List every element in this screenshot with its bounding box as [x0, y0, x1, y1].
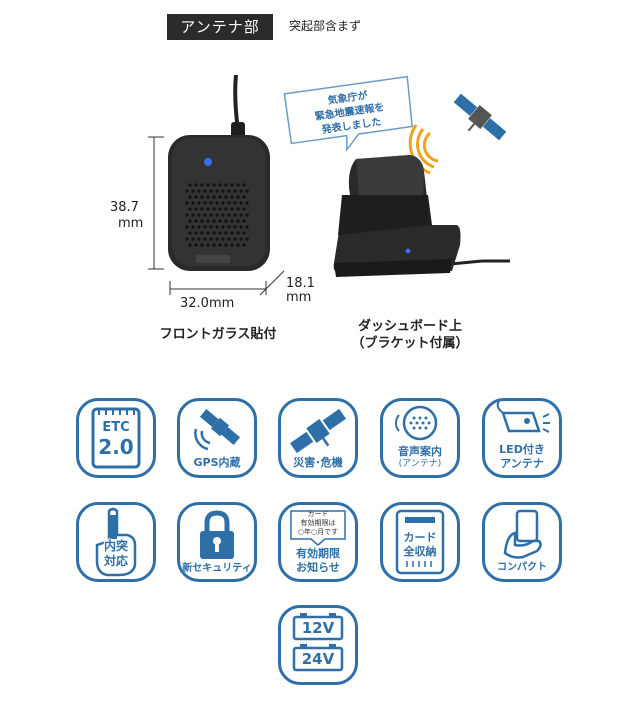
cable: [233, 75, 240, 131]
gps-satellite-icon: [194, 409, 241, 451]
voltage-12v: 12V: [301, 619, 335, 637]
card-notice-icon: [290, 510, 346, 546]
feature-gps: GPS内蔵: [177, 398, 257, 478]
section-note: 突起部含まず: [289, 19, 362, 33]
caption-dashboard-line1: ダッシュボード上: [357, 319, 462, 334]
antenna-unit-bracket: [333, 155, 510, 277]
antenna-unit-left: [168, 135, 270, 271]
expiry-sublabel: お知らせ: [296, 561, 340, 574]
card-store-label: カード: [403, 531, 437, 544]
pointing-hand-icon: [95, 507, 137, 577]
collision-label: 内突: [103, 539, 128, 553]
disaster-label: 災害･危機: [293, 456, 343, 469]
caption-windshield: フロントガラス貼付: [159, 327, 277, 342]
gps-label: GPS内蔵: [193, 456, 241, 469]
feature-expiry-notice: カード 有効期限は ○年○月です 有効期限 お知らせ: [278, 502, 358, 582]
etc-label: ETC: [102, 420, 130, 435]
etc-version: 2.0: [98, 435, 134, 459]
antenna-product-figure: 38.7 mm 32.0mm 18.1 mm 気象庁が 緊急地震速報を 発表しま…: [110, 75, 510, 311]
speaker-icon: [395, 405, 438, 441]
card-slot-icon: [395, 509, 445, 575]
height-dimension-number: 38.7: [110, 200, 139, 215]
card-hint-line2: 有効期限は: [300, 519, 336, 527]
voice-sublabel: (アンテナ): [398, 459, 442, 469]
voltage-24v: 24V: [301, 650, 335, 668]
satellite-icon: [452, 92, 508, 142]
caption-dashboard-line2: （ブラケット付属）: [351, 336, 469, 351]
feature-etc20: ETC 2.0: [76, 398, 156, 478]
feature-collision: 内突 対応: [76, 502, 156, 582]
compact-label: コンパクト: [497, 562, 547, 573]
security-label: 新セキュリティ: [182, 563, 252, 574]
feature-voltage: 12V 24V: [278, 605, 358, 685]
feature-compact: コンパクト: [482, 502, 562, 582]
signal-waves-icon: [408, 124, 439, 175]
led-sublabel: アンテナ: [500, 457, 544, 470]
card-hint-line3: ○年○月です: [297, 528, 339, 536]
led-indicator: [204, 158, 212, 166]
feature-security: 新セキュリティ: [177, 502, 257, 582]
hand-holding-device-icon: [503, 509, 542, 559]
feature-disaster: 災害･危機: [278, 398, 358, 478]
height-dimension-unit: mm: [118, 216, 143, 231]
speech-bubble: 気象庁が 緊急地震速報を 発表しました: [283, 75, 414, 153]
card-hint-line1: カード: [307, 510, 329, 518]
feature-voice-guide: 音声案内 (アンテナ): [380, 398, 460, 478]
depth-dimension-number: 18.1: [286, 276, 315, 291]
voice-label: 音声案内: [398, 445, 442, 458]
disaster-satellite-icon: [289, 408, 347, 454]
led-antenna-icon: [496, 401, 550, 433]
feature-led-antenna: LED付き アンテナ: [482, 398, 562, 478]
caption-dashboard: ダッシュボード上 （ブラケット付属）: [340, 318, 480, 352]
depth-dimension-unit: mm: [286, 290, 311, 305]
voltage-icon: [292, 613, 344, 672]
section-title: アンテナ部: [167, 14, 273, 40]
width-dimension: 32.0mm: [180, 296, 234, 311]
expiry-label: 有効期限: [296, 547, 340, 560]
card-store-sublabel: 全収納: [403, 545, 437, 558]
led-label: LED付き: [499, 443, 545, 456]
collision-sublabel: 対応: [103, 554, 128, 568]
feature-card-storage: カード 全収納: [380, 502, 460, 582]
padlock-icon: [200, 510, 234, 559]
